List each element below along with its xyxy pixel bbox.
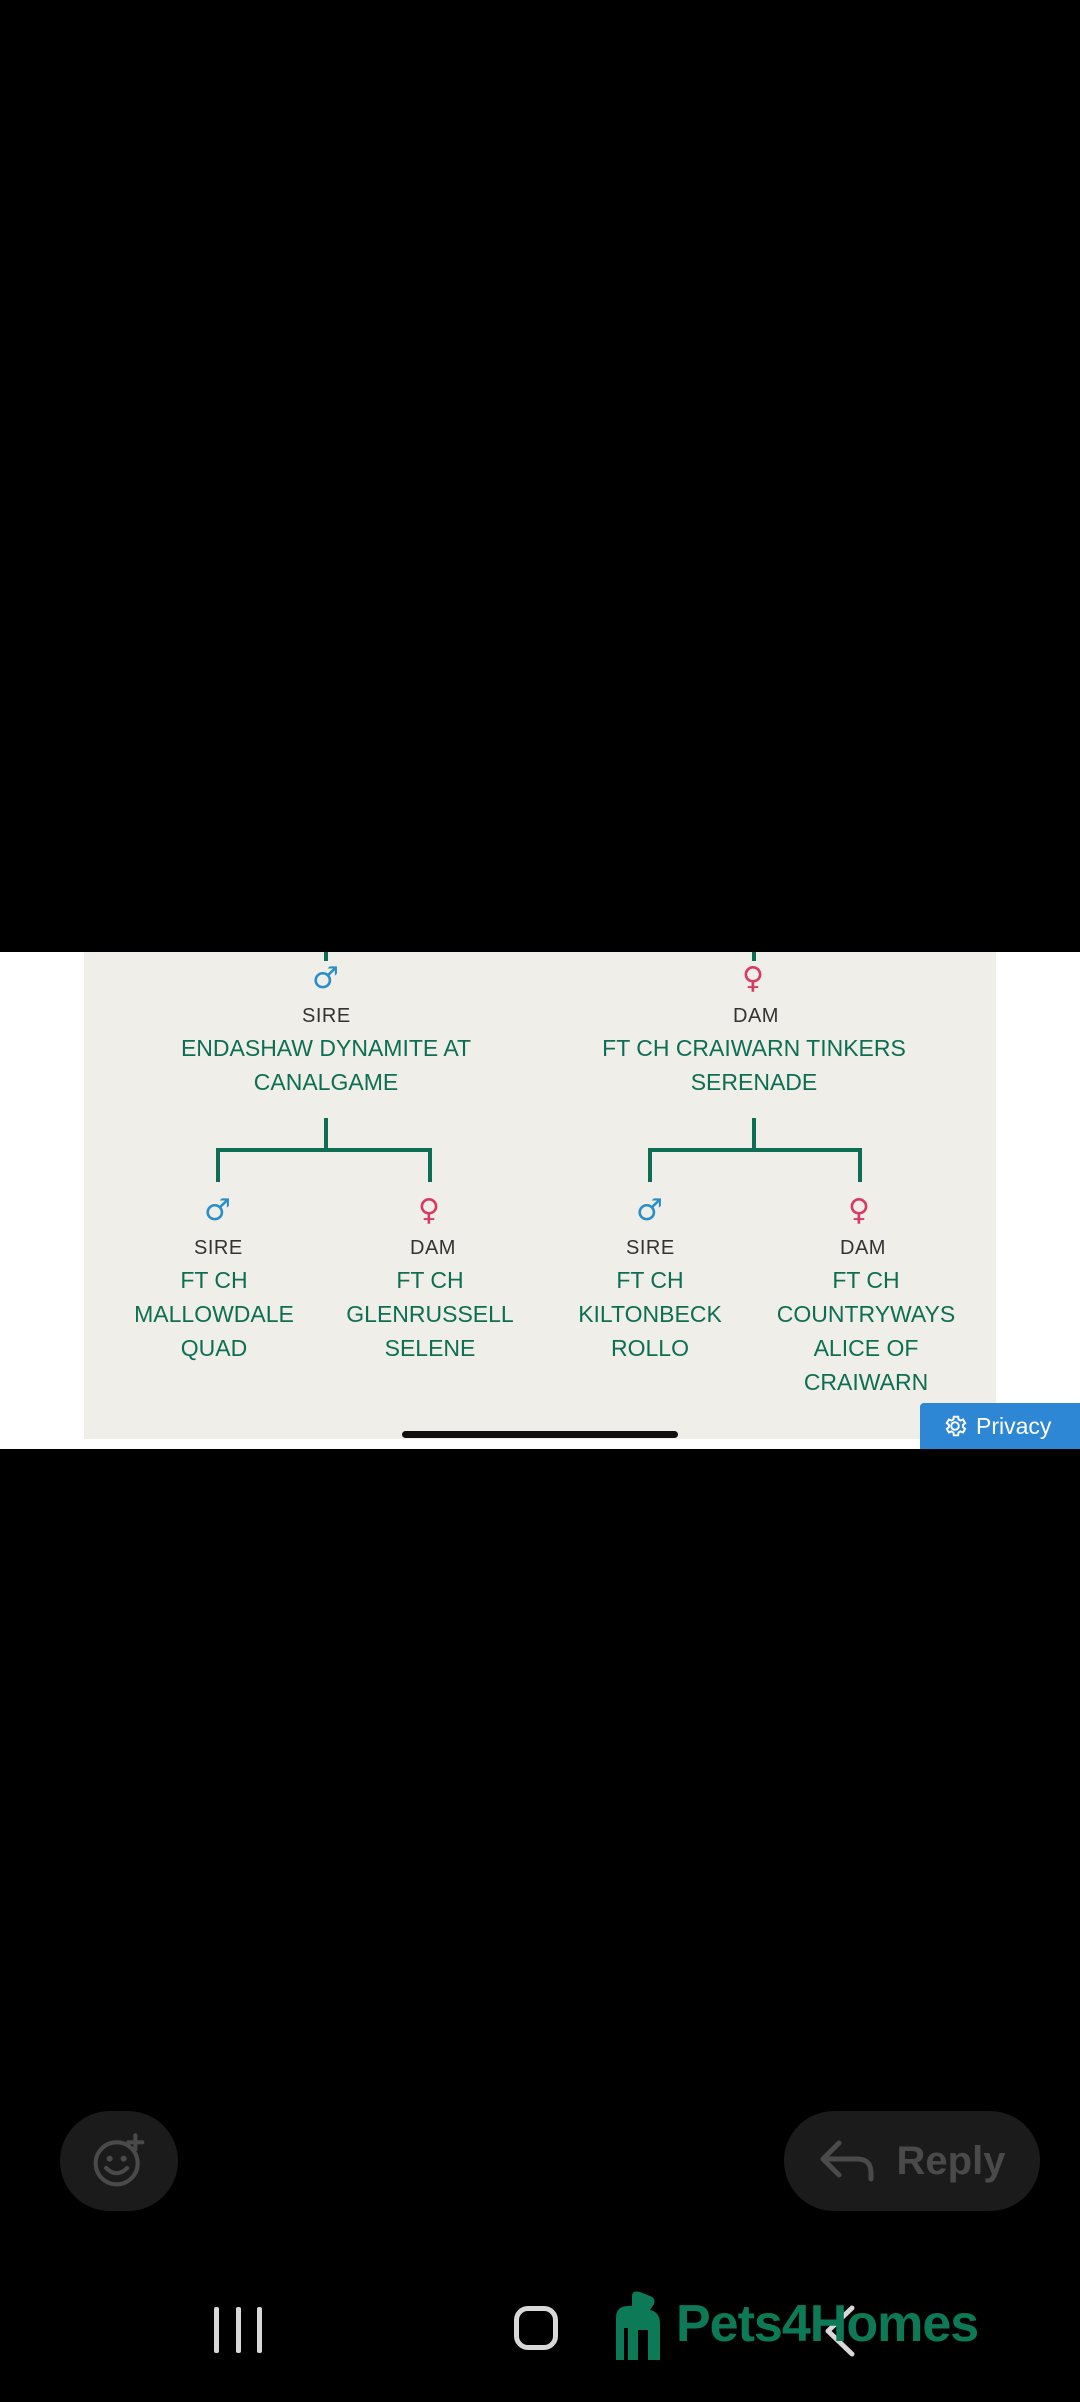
connector-stub-sire	[324, 952, 328, 961]
bracket-leg-left-dam	[428, 1148, 432, 1182]
grandparent-4-role: DAM	[840, 1237, 886, 1259]
parent-dam-role: DAM	[733, 1005, 779, 1027]
female-icon: ♀	[742, 961, 764, 996]
grandparent-2-role: DAM	[410, 1237, 456, 1259]
parent-sire-role: SIRE	[302, 1005, 351, 1027]
bracket-stem-left	[324, 1118, 328, 1152]
watermark-brand: Pets4Homes	[676, 2295, 979, 2353]
image-panel: ♂ SIRE ENDASHAW DYNAMITE AT CANALGAME ♀ …	[0, 952, 1080, 1449]
bracket-stem-right	[752, 1118, 756, 1152]
recent-apps-button[interactable]	[208, 2300, 268, 2360]
recents-bar	[235, 2307, 241, 2353]
emoji-add-icon	[93, 2133, 145, 2187]
bracket-leg-right-sire	[648, 1148, 652, 1182]
grandparent-1-name: FT CH MALLOWDALE QUAD	[134, 1267, 294, 1361]
grandparent-4-name: FT CH COUNTRYWAYS ALICE OF CRAIWARN	[776, 1267, 956, 1395]
pedigree-chart: ♂ SIRE ENDASHAW DYNAMITE AT CANALGAME ♀ …	[84, 952, 996, 1439]
gear-icon	[945, 1415, 967, 1437]
female-icon: ♀	[848, 1193, 870, 1228]
pets4homes-watermark: Pets4Homes	[610, 2288, 979, 2360]
pets4homes-logo-icon	[616, 2291, 660, 2360]
reply-button[interactable]: Reply	[784, 2111, 1040, 2211]
bracket-bar-right	[648, 1148, 862, 1152]
back-chevron-icon[interactable]	[818, 2304, 862, 2358]
reply-label: Reply	[896, 2138, 1006, 2183]
parent-sire-name: ENDASHAW DYNAMITE AT CANALGAME	[180, 1035, 472, 1095]
connector-stub-dam	[752, 952, 756, 961]
grandparent-2-name: FT CH GLENRUSSELL SELENE	[346, 1267, 514, 1361]
female-icon: ♀	[418, 1193, 440, 1228]
privacy-label: Privacy	[976, 1412, 1052, 1439]
bracket-bar-left	[216, 1148, 432, 1152]
male-icon: ♂	[636, 1193, 663, 1228]
home-button[interactable]	[514, 2306, 558, 2350]
grandparent-3-name: FT CH KILTONBECK ROLLO	[578, 1267, 722, 1361]
recents-bar	[214, 2307, 219, 2353]
scroll-indicator[interactable]	[402, 1431, 678, 1438]
privacy-button[interactable]: Privacy	[920, 1403, 1080, 1449]
bracket-leg-right-dam	[858, 1148, 862, 1182]
system-navigation-bar	[0, 2270, 1080, 2402]
recents-bar	[257, 2307, 262, 2353]
male-icon: ♂	[204, 1193, 231, 1228]
parent-dam-name: FT CH CRAIWARN TINKERS SERENADE	[602, 1035, 906, 1095]
bracket-leg-left-sire	[216, 1148, 220, 1182]
grandparent-3-role: SIRE	[626, 1237, 675, 1259]
grandparent-1-role: SIRE	[194, 1237, 243, 1259]
reply-arrow-icon	[820, 2140, 874, 2182]
male-icon: ♂	[312, 961, 339, 996]
emoji-reaction-button[interactable]	[60, 2111, 178, 2211]
